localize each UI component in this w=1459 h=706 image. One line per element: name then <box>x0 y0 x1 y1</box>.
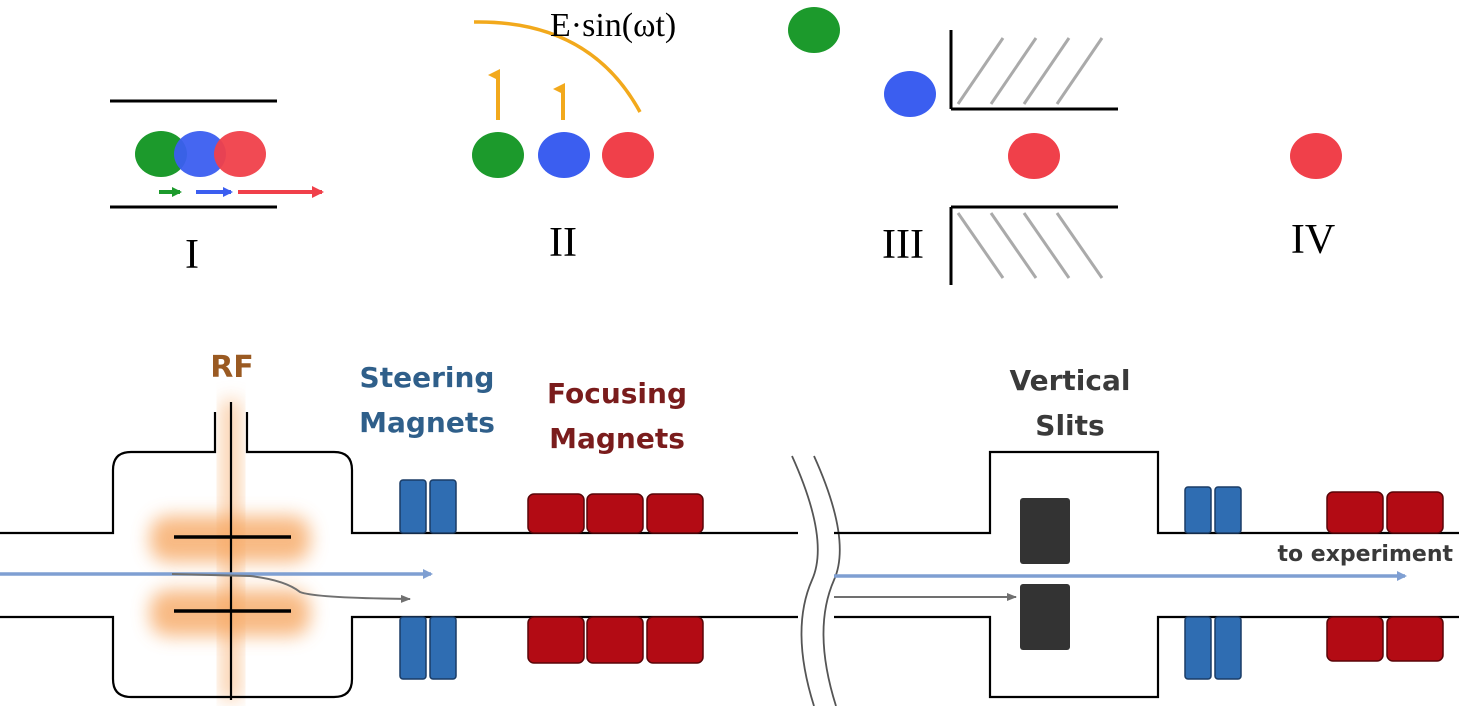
blue-particle <box>174 131 226 177</box>
steering-magnet <box>1214 616 1242 680</box>
stage-2: E·sin(ωt) II <box>472 7 676 266</box>
green-particle <box>472 132 524 178</box>
field-formula: E·sin(ωt) <box>550 7 676 44</box>
lower-slit-jaw <box>949 205 1118 285</box>
steering-magnet <box>399 616 427 680</box>
rf-label: RF <box>210 350 254 385</box>
focusing-magnet <box>527 616 585 664</box>
beamline: RF Steering Magnets Focusing Magnets Ver… <box>0 350 1459 706</box>
stage-label-1: I <box>185 232 199 278</box>
rf-field-curve <box>473 20 642 113</box>
blue-particle <box>538 132 590 178</box>
break-gap <box>798 450 834 706</box>
steering-magnet <box>399 479 427 534</box>
focusing-magnet <box>1386 616 1444 662</box>
stage-label-4: IV <box>1291 217 1335 263</box>
red-particle <box>1290 133 1342 179</box>
focusing-label-line1: Focusing <box>547 377 687 410</box>
focusing-magnet <box>586 616 644 664</box>
slits-label-line1: Vertical <box>1009 364 1130 397</box>
steering-magnet <box>429 479 457 534</box>
slit-block-upper <box>1020 498 1070 564</box>
red-particle <box>602 132 654 178</box>
focusing-magnet <box>646 616 704 664</box>
focusing-magnet <box>646 493 704 534</box>
stage-label-3: III <box>882 222 924 268</box>
steering-magnet <box>1184 616 1212 680</box>
green-particle <box>135 131 187 177</box>
steering-label-line1: Steering <box>360 361 495 394</box>
focusing-magnet <box>1326 616 1384 662</box>
stage-label-2: II <box>549 220 577 266</box>
upper-slit-jaw <box>949 30 1118 111</box>
steering-label-line2: Magnets <box>359 406 495 439</box>
red-particle <box>1008 133 1060 179</box>
red-particle <box>214 131 266 177</box>
slit-block-lower <box>1020 584 1070 650</box>
slits-label-line2: Slits <box>1035 409 1104 442</box>
focusing-magnet <box>527 493 585 534</box>
destination-label: to experiment <box>1278 542 1454 567</box>
steering-magnet <box>429 616 457 680</box>
focusing-label-line2: Magnets <box>549 422 685 455</box>
stage-1: I <box>110 99 324 278</box>
blue-particle <box>884 71 936 117</box>
deflected-beam-arrow <box>171 573 411 603</box>
break-line-right <box>813 455 841 706</box>
stage-3: III <box>788 7 1118 285</box>
green-particle <box>788 7 840 53</box>
focusing-magnet <box>586 493 644 534</box>
focusing-magnet <box>1326 491 1384 534</box>
cavity-lower-wall <box>0 615 808 699</box>
steering-magnet <box>1214 486 1242 534</box>
stage-4: IV <box>1290 133 1342 263</box>
steering-magnet <box>1184 486 1212 534</box>
break-line-left <box>791 455 819 706</box>
cavity-upper-wall <box>0 412 808 535</box>
focusing-magnet <box>1386 491 1444 534</box>
